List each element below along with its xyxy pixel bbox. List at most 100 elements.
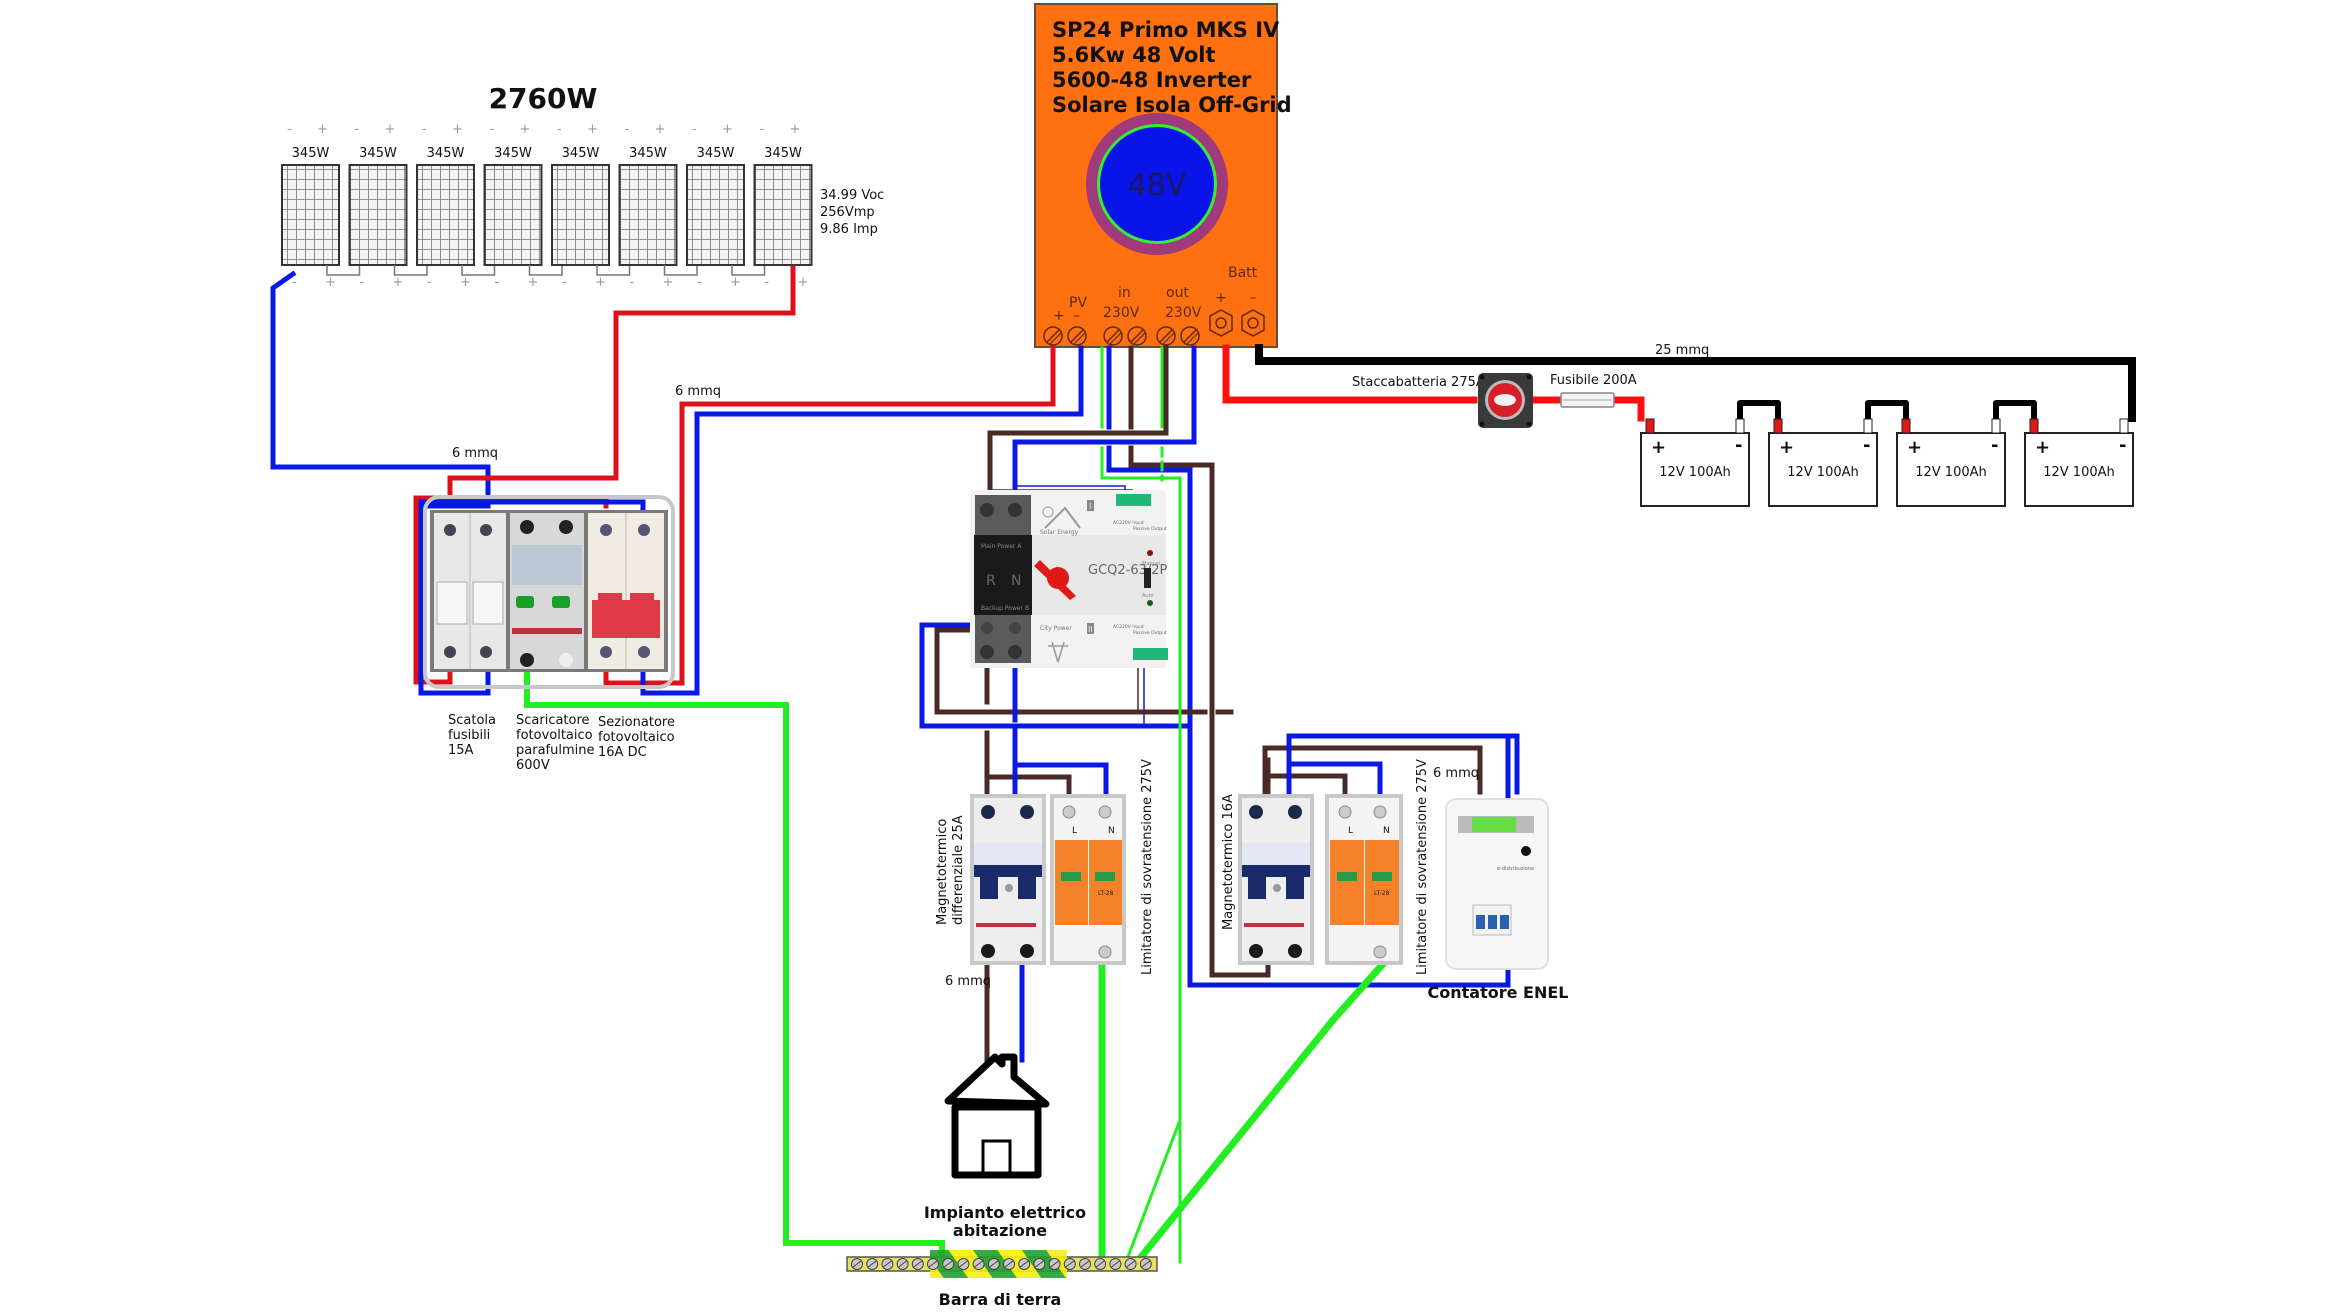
ats-indicator-a — [1147, 550, 1153, 556]
ats-pylon-icon — [1048, 641, 1068, 663]
ats-indicator-b — [1147, 600, 1153, 606]
pv-series-link — [663, 265, 698, 276]
out-voltage-label: 230V — [1165, 305, 1202, 321]
pv-panel: 345W-+-+ — [483, 122, 543, 290]
ats-source-b: City Power — [1040, 625, 1072, 632]
fuse-holder-label-2: fusibili — [448, 728, 490, 743]
battery-negative-terminal — [1863, 418, 1873, 434]
battery-series-link — [1993, 400, 2037, 419]
meter-button[interactable] — [1521, 846, 1531, 856]
enel-meter[interactable]: e-distribuzione Contatore ENEL — [1428, 798, 1569, 1002]
pv-series-link — [393, 265, 428, 276]
wire-pv-positive — [447, 265, 796, 495]
battery-label: 12V 100Ah — [1659, 465, 1731, 480]
pv-panel-power: 345W — [562, 146, 600, 161]
pv-series-link — [326, 265, 361, 276]
inverter-title-line-2: 5.6Kw 48 Volt — [1052, 43, 1216, 67]
earth-screw-icon — [911, 1258, 924, 1270]
battery-disconnect-switch[interactable] — [1478, 373, 1533, 428]
surge-arrester-dc[interactable] — [510, 513, 584, 669]
earth-screw-icon — [866, 1258, 879, 1270]
pv-panel-power: 345W — [697, 146, 735, 161]
earth-bar: Barra di terra — [846, 1250, 1158, 1309]
out-label: out — [1166, 285, 1189, 301]
meter-label: Contatore ENEL — [1428, 983, 1569, 1002]
house-surge-protector[interactable]: L N LT-28 — [1050, 794, 1126, 965]
pv-polarity-plus-top: + — [385, 122, 396, 137]
battery-series-link — [1865, 400, 1909, 419]
pv-polarity-plus-bottom: + — [595, 275, 606, 290]
ats-main-power: Main Power A — [981, 543, 1022, 550]
ats-slot-i-label: I — [1089, 502, 1091, 511]
screw-terminal-icon[interactable] — [1156, 326, 1176, 346]
dc-isolator-switch[interactable] — [588, 513, 664, 669]
dc-protection-box: Scatola fusibili 15A Scaricatore fotovol… — [423, 495, 675, 773]
screw-terminal-icon[interactable] — [1180, 326, 1200, 346]
earth-screw-icon — [1048, 1258, 1061, 1270]
earth-screw-icon — [957, 1258, 970, 1270]
pv-array: 2760W 345W-+-+345W-+-+345W-+-+345W-+-+34… — [281, 82, 884, 290]
pv-polarity-minus-bottom: - — [765, 275, 770, 290]
earth-screw-icon — [1063, 1258, 1076, 1270]
earth-screw-icon — [1003, 1258, 1015, 1270]
battery-fuse[interactable] — [1560, 392, 1615, 408]
pv-panel: 345W-+-+ — [618, 122, 678, 290]
earth-screw-icon — [1018, 1258, 1031, 1270]
pv-polarity-plus-bottom: + — [798, 275, 809, 290]
pv-panel: 345W-+-+ — [686, 122, 745, 290]
wire-grid-earth-thin — [1124, 478, 1182, 1264]
automatic-transfer-switch[interactable]: R N Main Power A Backup Power B GCQ2-63/… — [970, 490, 1168, 668]
pv-polarity-minus-top: - — [287, 122, 292, 137]
battery-positive-terminal — [2029, 418, 2039, 434]
screw-terminal-icon[interactable] — [1043, 326, 1063, 346]
earth-screw-icon — [896, 1258, 909, 1270]
battery-negative-terminal — [2119, 418, 2129, 434]
house-spd-terminal-l: L — [1072, 826, 1077, 836]
wire-batt-negative — [1255, 344, 2136, 422]
dc-isolator-label-2: fotovoltaico — [598, 730, 675, 745]
pv-series-link — [596, 265, 631, 276]
pv-panel: 345W-+-+ — [551, 122, 610, 290]
ats-selector-knob[interactable] — [1034, 560, 1076, 600]
battery-minus-sign: - — [1735, 435, 1742, 456]
wire-ac-out-phase — [987, 345, 1169, 500]
wire-box-red-to-inverter — [603, 345, 1056, 686]
battery-label: 12V 100Ah — [1787, 465, 1859, 480]
in-label: in — [1118, 285, 1131, 301]
earth-screw-icon — [851, 1258, 863, 1270]
cable-label-house: 6 mmq — [945, 974, 991, 989]
fuse-holder[interactable] — [434, 513, 506, 669]
batt-plus-terminal[interactable] — [1209, 309, 1233, 337]
grid-surge-protector[interactable]: L N LT-28 — [1325, 794, 1403, 965]
ats-input-top: AC220V Input — [1113, 520, 1144, 526]
grid-mcb-breaker[interactable] — [1238, 794, 1314, 965]
earth-screw-icon — [1139, 1258, 1152, 1270]
battery-positive-terminal — [1901, 418, 1911, 434]
surge-arrester-label-2: fotovoltaico — [516, 728, 593, 743]
batt-label: Batt — [1228, 265, 1258, 281]
wire-ac-out-neutral — [1012, 345, 1197, 500]
wire-grid-spd-earth — [1132, 960, 1387, 1267]
wire-grid-neutral-spd — [1286, 761, 1383, 800]
dc-box-labels: Scatola fusibili 15A Scaricatore fotovol… — [448, 713, 675, 773]
wire-ats-b-neutral — [919, 622, 1193, 729]
screw-terminal-icon[interactable] — [1103, 326, 1123, 346]
batt-minus-terminal[interactable] — [1241, 309, 1265, 337]
pv-polarity-minus-top: - — [760, 122, 765, 137]
battery: +-12V 100Ah — [1640, 418, 1750, 507]
battery-minus-sign: - — [1991, 435, 1998, 456]
cable-label-pv-box: 6 mmq — [452, 446, 498, 461]
ats-auto-manual-switch[interactable] — [1144, 568, 1151, 588]
pv-series-link — [528, 265, 563, 276]
screw-terminal-icon[interactable] — [1127, 326, 1147, 346]
inverter-screw-terminals — [1043, 326, 1200, 346]
house-rcbo-breaker[interactable] — [970, 794, 1046, 965]
wire-grid-phase-top — [1262, 745, 1483, 800]
wire-ats-b-phase — [934, 627, 1208, 715]
ats-output-top: Passive Output — [1133, 526, 1167, 532]
inverter[interactable]: SP24 Primo MKS IV 5.6Kw 48 Volt 5600-48 … — [1034, 3, 1292, 348]
surge-arrester-label-4: 600V — [516, 758, 550, 773]
screw-terminal-icon[interactable] — [1067, 326, 1087, 346]
battery-positive-terminal — [1773, 418, 1783, 434]
fuse-holder-label-3: 15A — [448, 743, 474, 758]
